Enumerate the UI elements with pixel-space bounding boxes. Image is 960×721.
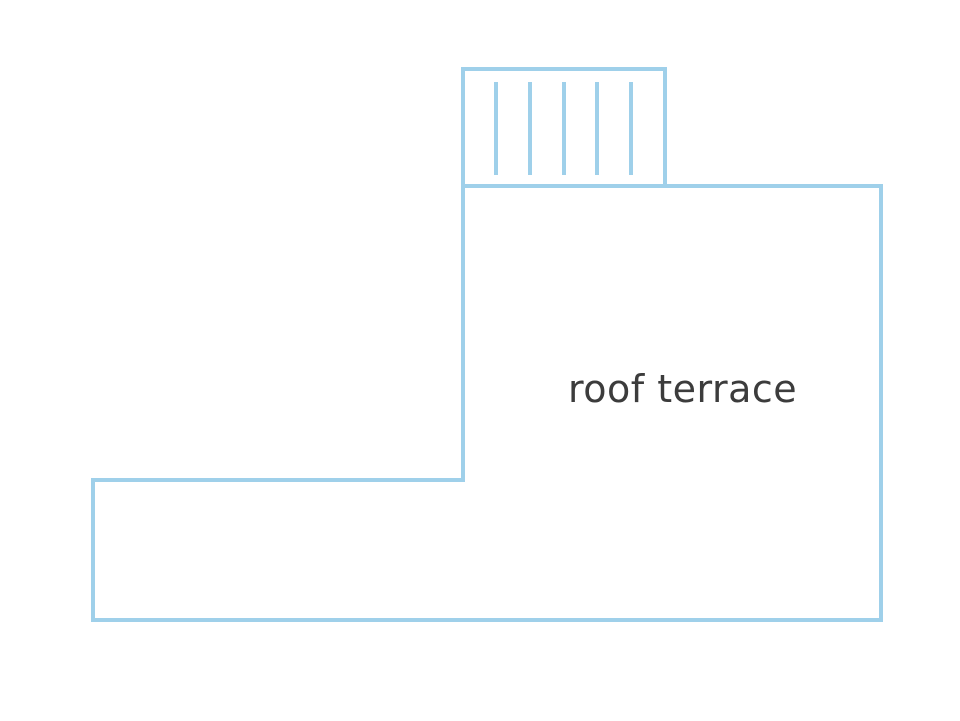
terrace-outline [91,184,883,622]
stairwell-box [461,67,667,188]
room-label-roof-terrace: roof terrace [568,367,797,411]
stairs-icon [494,82,633,175]
